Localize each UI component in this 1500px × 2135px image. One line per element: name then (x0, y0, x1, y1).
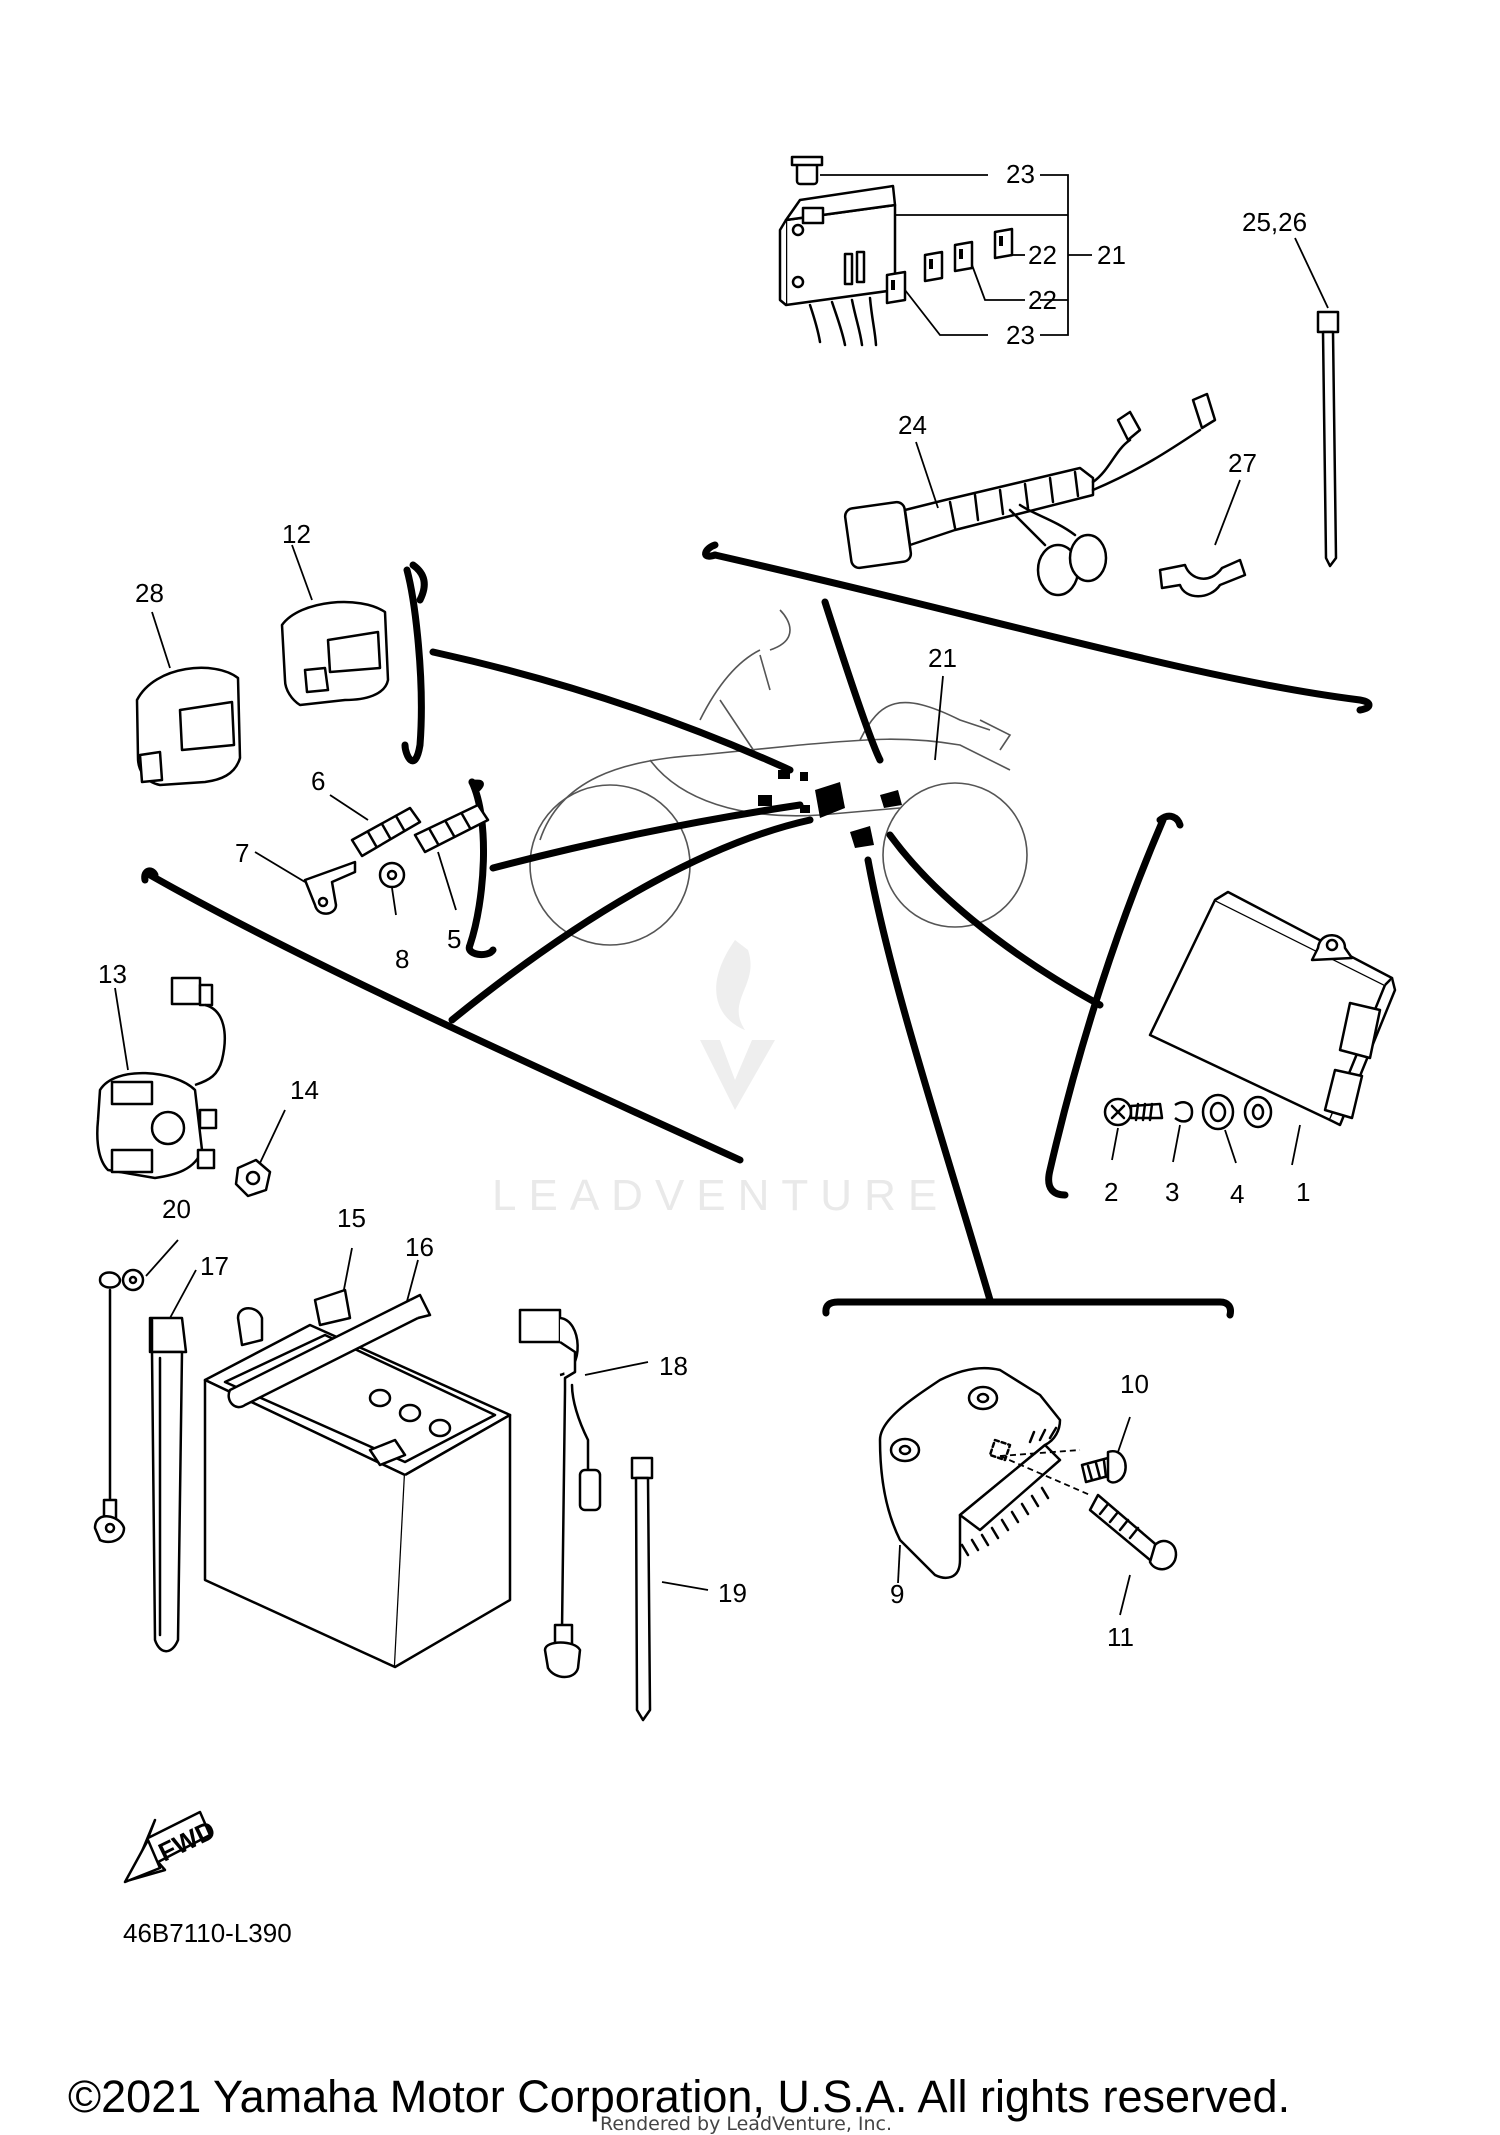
callout-23-a: 23 (1006, 159, 1035, 189)
control-unit-1 (1103, 890, 1397, 1166)
callout-3: 3 (1165, 1177, 1179, 1207)
battery-sleeve-17 (148, 1269, 197, 1653)
callout-9: 9 (890, 1579, 904, 1609)
callout-2: 2 (1104, 1177, 1118, 1207)
diagram-code: 46B7110-L390 (123, 1918, 292, 1948)
watermark: LEADVENTURE (492, 940, 949, 1220)
cable-tie-25-26 (1294, 237, 1340, 568)
rendered-by-text: Rendered by LeadVenture, Inc. (600, 2113, 892, 2135)
relay-12 (280, 544, 390, 707)
watermark-text: LEADVENTURE (492, 1171, 949, 1220)
sensor-18 (518, 1308, 649, 1679)
callout-21-bike: 21 (928, 643, 957, 673)
callout-27: 27 (1228, 448, 1257, 478)
callout-20: 20 (162, 1194, 191, 1224)
callout-7: 7 (235, 838, 249, 868)
bolt-11 (1088, 1493, 1178, 1616)
callout-21-fusebox: 21 (1097, 240, 1126, 270)
callout-23-b: 23 (1006, 320, 1035, 350)
callout-13: 13 (98, 959, 127, 989)
leader-24 (915, 441, 939, 509)
group-brackets (141, 541, 1373, 1319)
connectors-group (254, 794, 490, 916)
callouts: 1 2 3 4 5 6 7 8 9 10 11 12 13 14 15 16 1… (98, 159, 1310, 1652)
callout-8: 8 (395, 944, 409, 974)
callout-16: 16 (405, 1232, 434, 1262)
callout-25-26: 25,26 (1242, 207, 1307, 237)
callout-19: 19 (718, 1578, 747, 1608)
relay-28 (135, 611, 242, 787)
callout-12: 12 (282, 519, 311, 549)
callout-24: 24 (898, 410, 927, 440)
callout-17: 17 (200, 1251, 229, 1281)
fuse-box-leaders (820, 174, 1092, 336)
callout-22-a: 22 (1028, 240, 1057, 270)
location-marks (758, 770, 902, 848)
fwd-arrow-icon (123, 1810, 212, 1884)
callout-22-b: 22 (1028, 285, 1057, 315)
callout-1: 1 (1296, 1177, 1310, 1207)
callout-28: 28 (135, 578, 164, 608)
starter-relay-13 (96, 976, 226, 1180)
wire-harness (843, 392, 1217, 597)
callout-5: 5 (447, 924, 461, 954)
battery-lead-20 (93, 1239, 179, 1544)
regulator-9 (878, 1366, 1091, 1584)
fuse-box-assembly (778, 155, 1014, 347)
nut-14 (234, 1109, 286, 1198)
bolt-10 (1080, 1416, 1131, 1484)
copyright-text: ©2021 Yamaha Motor Corporation, U.S.A. A… (68, 2071, 1290, 2122)
callout-15: 15 (337, 1203, 366, 1233)
callout-18: 18 (659, 1351, 688, 1381)
callout-4: 4 (1230, 1179, 1244, 1209)
wire-clamp (1158, 479, 1247, 598)
callout-11: 11 (1107, 1622, 1134, 1652)
callout-6: 6 (311, 766, 325, 796)
battery-15 (203, 1247, 512, 1669)
cable-tie-19 (630, 1456, 709, 1722)
callout-10: 10 (1120, 1369, 1149, 1399)
callout-14: 14 (290, 1075, 319, 1105)
leader-21-bike (934, 675, 944, 761)
